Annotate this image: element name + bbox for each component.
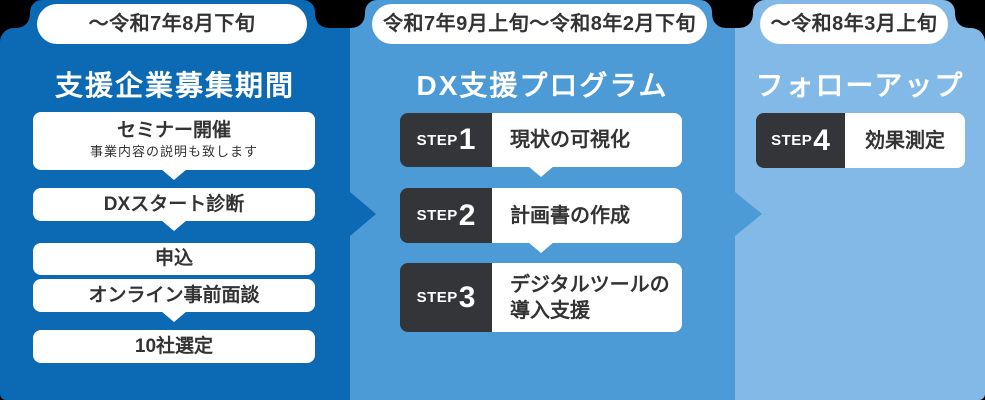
step-number: 1: [458, 123, 476, 156]
tab-flare: [712, 15, 725, 28]
flow-item-seminar: セミナー開催 事業内容の説明も致します: [33, 112, 315, 170]
flow-item-application: 申込: [33, 243, 315, 275]
step-number: 4: [813, 123, 830, 157]
step-number: 2: [458, 198, 476, 232]
step-number: 3: [458, 280, 476, 314]
flow-item-sublabel: 事業内容の説明も致します: [89, 144, 258, 159]
flow-item-dx-start-diagnosis: DXスタート診断: [33, 188, 315, 221]
tab-flare: [740, 15, 753, 28]
step-word: STEP: [416, 131, 458, 149]
down-arrow-icon: [161, 220, 187, 231]
period-pill-recruitment: ～令和7年8月下旬: [37, 4, 307, 44]
phase-transition-arrow-icon: [735, 192, 762, 236]
phase-title-recruitment: 支援企業募集期間: [54, 70, 295, 101]
down-arrow-icon: [528, 166, 554, 177]
down-arrow-icon: [161, 311, 187, 322]
flow-item-online-interview: オンライン事前面談: [33, 279, 315, 312]
flow-item-select-10-companies: 10社選定: [33, 330, 315, 363]
period-pill-dx-program: 令和7年9月上旬～令和8年2月下旬: [372, 4, 707, 44]
phase-follow-up-panel: [735, 28, 985, 400]
tab-flare: [955, 15, 968, 28]
step-label-2: 計画書の作成: [492, 188, 682, 243]
down-arrow-icon: [161, 169, 187, 180]
tab-flare: [352, 15, 365, 28]
phase-title-follow-up: フォローアップ: [755, 70, 965, 101]
flow-item-label: セミナー開催: [116, 120, 231, 141]
phase-title-dx-program: DX支援プログラム: [416, 70, 669, 101]
phase-transition-arrow-icon: [350, 192, 376, 236]
tab-flare: [315, 15, 328, 28]
step-word: STEP: [416, 289, 458, 306]
step-label-1: 現状の可視化: [492, 113, 682, 167]
step-word: STEP: [771, 132, 813, 149]
down-arrow-icon: [528, 242, 554, 253]
period-pill-follow-up: ～令和8年3月上旬: [760, 4, 948, 44]
step-label-3: デジタルツールの 導入支援: [492, 263, 682, 332]
tab-flare: [17, 15, 30, 28]
step-label-4: 効果測定: [845, 113, 965, 168]
step-word: STEP: [416, 207, 458, 224]
